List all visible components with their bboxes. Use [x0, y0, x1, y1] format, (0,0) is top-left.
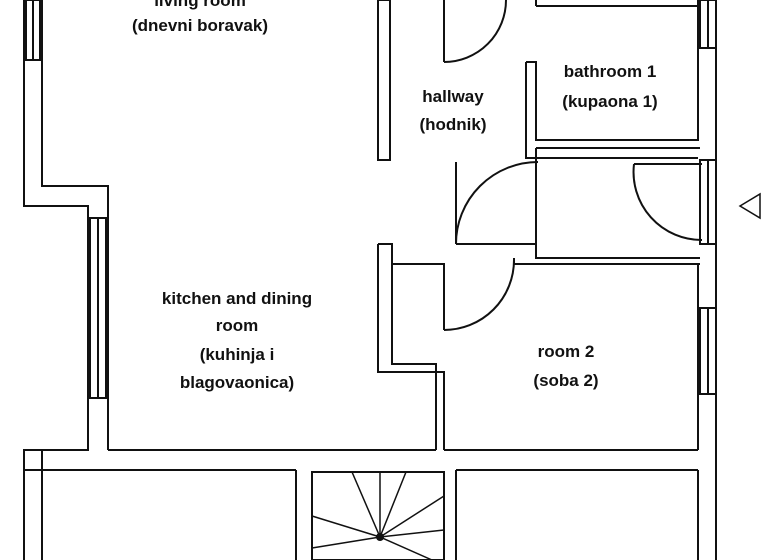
door-arc-top	[443, 0, 507, 63]
bathroom-1-name: bathroom 1	[564, 62, 657, 81]
door-arc-right	[632, 163, 703, 242]
kitchen-line-2: room	[216, 316, 259, 335]
kitchen-line-3: (kuhinja i	[200, 345, 275, 364]
hallway-name: hallway	[422, 87, 484, 106]
wall-bathroom-1	[526, 0, 699, 141]
room-2-translation: (soba 2)	[533, 371, 598, 390]
room-2-name: room 2	[538, 342, 595, 361]
door-arc-room-2	[443, 259, 515, 331]
bathroom-1-translation: (kupaona 1)	[562, 92, 657, 111]
staircase-steps	[311, 471, 445, 560]
wall-room-2	[378, 243, 437, 450]
door-arc-middle	[455, 161, 539, 245]
wall-left-outer	[23, 0, 89, 560]
living-room-name: living room	[154, 0, 246, 10]
hallway-translation: (hodnik)	[419, 115, 486, 134]
wall-hallway-left	[377, 0, 391, 161]
wall-left-inner	[41, 0, 109, 450]
triangle-left-icon	[738, 192, 761, 220]
staircase-center	[376, 533, 384, 541]
living-room-translation: (dnevni boravak)	[132, 16, 268, 35]
kitchen-line-1: kitchen and dining	[162, 289, 312, 308]
staircase	[311, 471, 445, 560]
kitchen-line-4: blagovaonica)	[180, 373, 294, 392]
